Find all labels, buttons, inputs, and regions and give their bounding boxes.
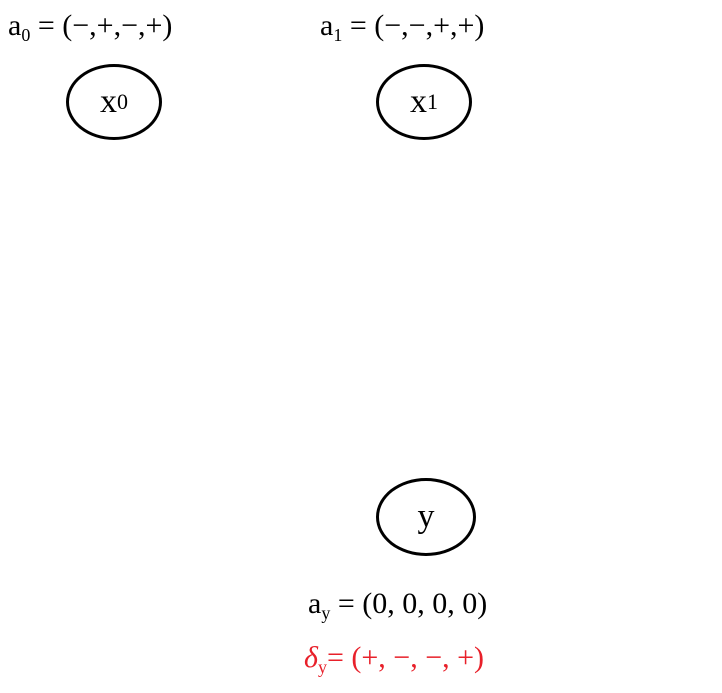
activation-label-y: ay = (0, 0, 0, 0) (308, 586, 487, 622)
delta-value: = (+, −, −, +) (326, 641, 485, 674)
delta-label-y: δy= (+, −, −, +) (304, 640, 484, 676)
delta-subscript: y (317, 657, 327, 677)
activation-value: = (−,+,−,+) (30, 9, 173, 42)
node-symbol: x (100, 83, 117, 120)
activation-symbol: a (320, 9, 334, 42)
delta-symbol: δ (304, 641, 318, 674)
node-symbol: y (417, 498, 435, 535)
activation-label-x1: a1 = (−,−,+,+) (320, 8, 484, 44)
activation-subscript: y (321, 603, 331, 623)
activation-symbol: a (8, 9, 22, 42)
activation-subscript: 0 (21, 25, 31, 45)
node-symbol: x (410, 83, 427, 120)
activation-symbol: a (308, 587, 322, 620)
activation-value: = (−,−,+,+) (342, 9, 485, 42)
activation-subscript: 1 (333, 25, 343, 45)
activation-value: = (0, 0, 0, 0) (330, 587, 488, 620)
activation-label-x0: a0 = (−,+,−,+) (8, 8, 172, 44)
node-y: y (376, 478, 476, 556)
